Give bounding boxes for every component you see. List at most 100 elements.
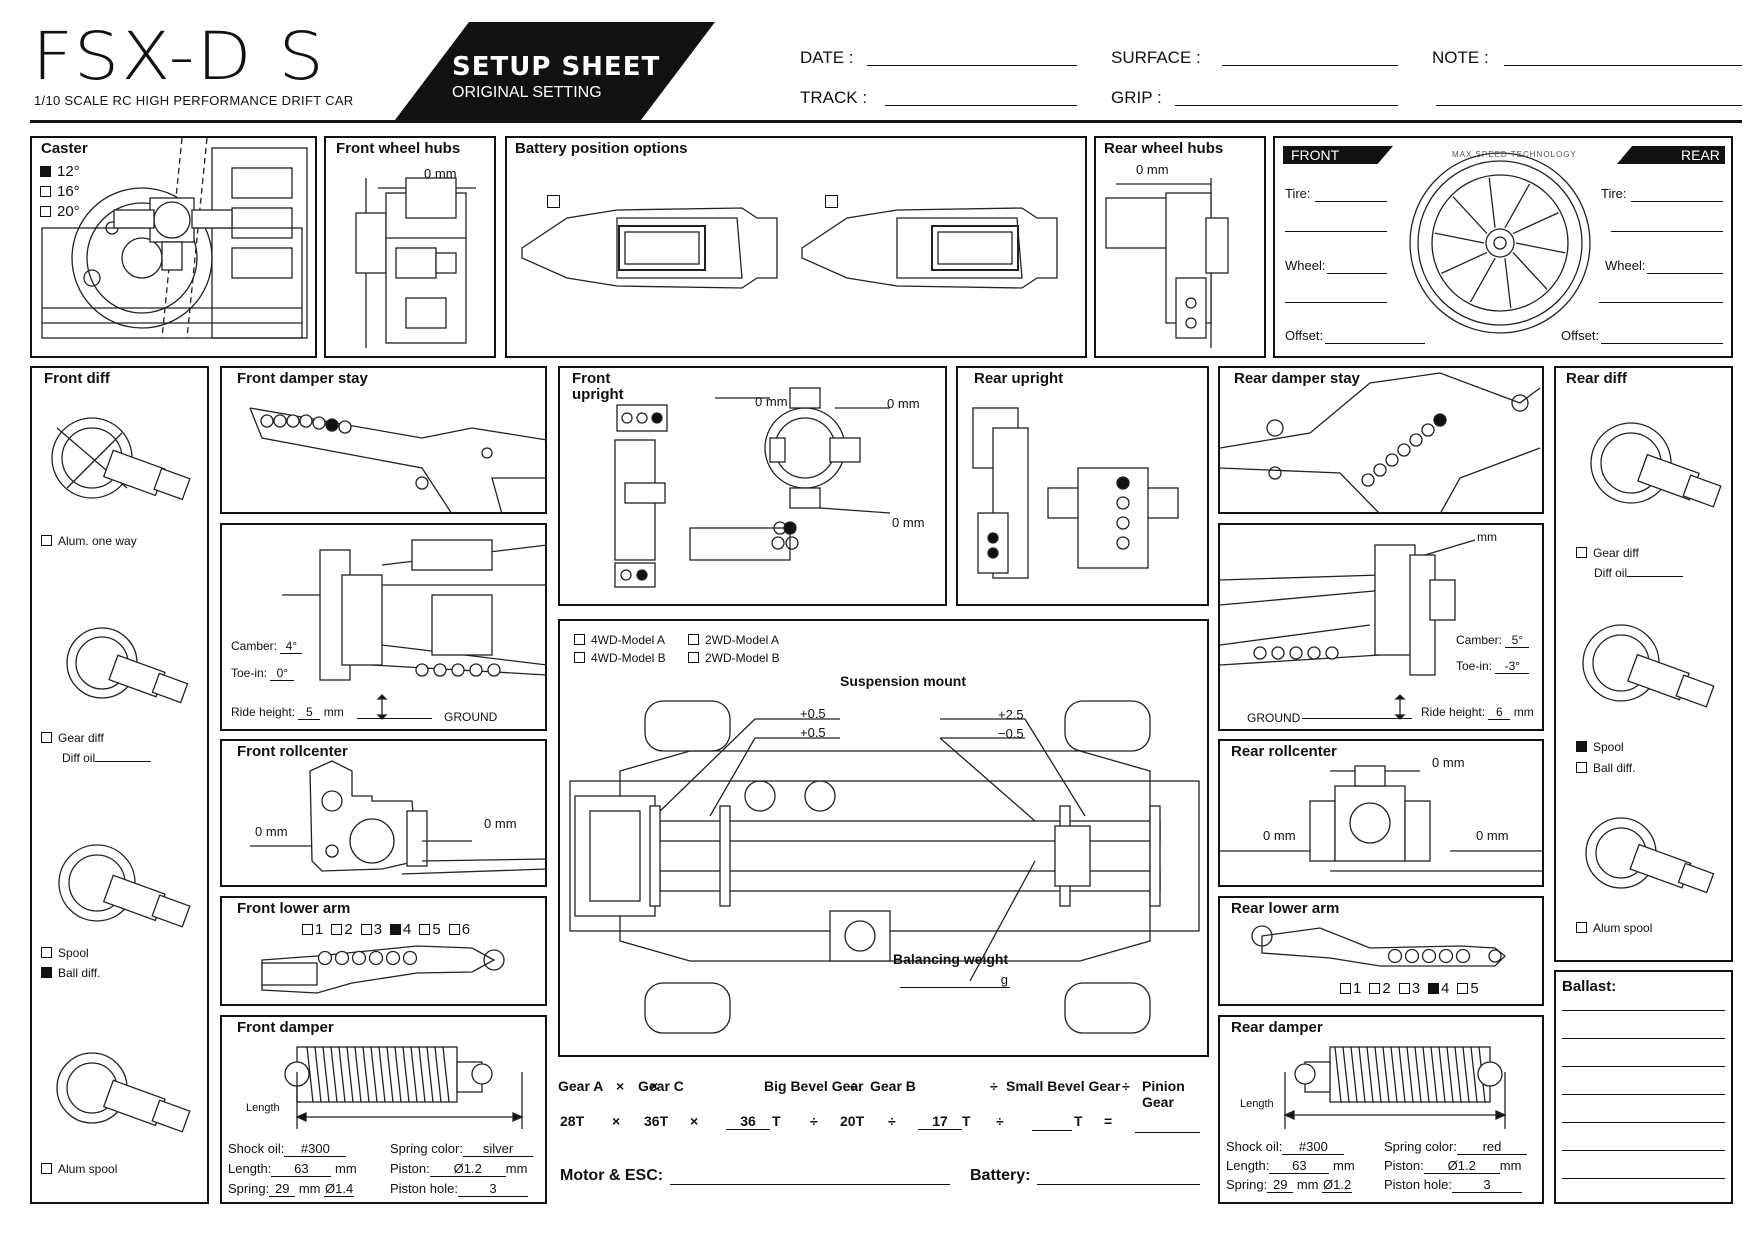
rear-spring[interactable]: Spring:29 mm Ø1.2 — [1226, 1177, 1353, 1193]
rear-diff-gear-diff[interactable]: Gear diff — [1576, 546, 1639, 560]
checkbox-icon[interactable] — [41, 732, 52, 743]
piston-value[interactable]: Ø1.2 — [1423, 1158, 1500, 1174]
checkbox-icon[interactable] — [1428, 983, 1440, 994]
lower-arm-hole[interactable] — [1289, 646, 1303, 660]
front-lower-arm-position-5[interactable]: 5 — [419, 921, 441, 938]
front-upper-mount[interactable]: +0.5 — [800, 706, 826, 721]
piston-value[interactable]: Ø1.2 — [429, 1161, 506, 1177]
caster-option-20[interactable]: 20° — [40, 203, 80, 220]
rear-piston-hole[interactable]: Piston hole:3 — [1384, 1177, 1522, 1193]
model-4wd-a[interactable]: 4WD-Model A — [574, 633, 665, 647]
piston-hole-value[interactable]: 3 — [1451, 1177, 1522, 1193]
spring-wire-value[interactable]: Ø1.4 — [324, 1181, 355, 1197]
checkbox-icon[interactable] — [688, 652, 699, 663]
lower-arm-hole[interactable] — [415, 663, 429, 677]
front-diff-spool[interactable]: Spool — [41, 946, 89, 960]
front-diff-ball-diff[interactable]: Ball diff. — [41, 966, 100, 980]
front-rollcenter-right[interactable]: 0 mm — [484, 816, 517, 831]
damper-stay-hole[interactable] — [312, 416, 326, 430]
checkbox-icon[interactable] — [1576, 922, 1587, 933]
camber-value[interactable]: 4° — [280, 639, 303, 654]
damper-stay-hole[interactable] — [260, 414, 274, 428]
pinion-value[interactable] — [1032, 1113, 1072, 1131]
front-tire-field[interactable] — [1315, 201, 1387, 202]
lower-arm-hole[interactable] — [469, 663, 483, 677]
front-rollcenter-left[interactable]: 0 mm — [255, 824, 288, 839]
spring-wire-value[interactable]: Ø1.2 — [1322, 1177, 1353, 1193]
checkbox-icon[interactable] — [360, 924, 372, 935]
date-field[interactable] — [867, 65, 1077, 66]
front-diff-alum-one-way[interactable]: Alum. one way — [41, 534, 137, 548]
gear-a-value[interactable]: 28T — [560, 1113, 585, 1129]
damper-stay-hole[interactable] — [1373, 463, 1387, 477]
caster-option-16[interactable]: 16° — [40, 183, 80, 200]
rear-lower-arm-position-3[interactable]: 3 — [1398, 980, 1420, 997]
rear-lower-arm-position-1[interactable]: 1 — [1340, 980, 1361, 997]
front-lower-arm-position-1[interactable]: 1 — [302, 921, 323, 938]
checkbox-icon[interactable] — [302, 924, 313, 935]
rear-wheel-field-2[interactable] — [1599, 302, 1723, 303]
ballast-line[interactable] — [1562, 1094, 1725, 1095]
rear-hub-value[interactable]: 0 mm — [1136, 162, 1169, 177]
surface-field[interactable] — [1222, 65, 1398, 66]
checkbox-icon[interactable] — [1340, 983, 1351, 994]
model-4wd-b[interactable]: 4WD-Model B — [574, 651, 666, 665]
lower-arm-hole[interactable] — [1438, 948, 1454, 964]
spring-color-value[interactable]: silver — [462, 1141, 533, 1157]
ballast-line[interactable] — [1562, 1150, 1725, 1151]
ballast-line[interactable] — [1562, 1038, 1725, 1039]
model-2wd-a[interactable]: 2WD-Model A — [688, 633, 779, 647]
rear-rollcenter-right[interactable]: 0 mm — [1476, 828, 1509, 843]
toe-value[interactable]: -3° — [1495, 659, 1530, 674]
front-shock-oil[interactable]: Shock oil:#300 — [228, 1141, 347, 1157]
small-bevel-value[interactable]: 17 — [918, 1113, 962, 1130]
checkbox-icon[interactable] — [1398, 983, 1410, 994]
lower-arm-hole[interactable] — [1325, 646, 1339, 660]
ballast-line[interactable] — [1562, 1178, 1725, 1179]
rear-diff-alum-spool[interactable]: Alum spool — [1576, 921, 1652, 935]
lower-arm-hole[interactable] — [1404, 948, 1420, 964]
front-length[interactable]: Length:63 mm — [228, 1161, 357, 1177]
front-toe[interactable]: Toe-in: 0° — [231, 666, 295, 681]
damper-stay-hole[interactable] — [1433, 413, 1447, 427]
spring-value[interactable]: 29 — [1267, 1177, 1294, 1193]
lower-arm-hole[interactable] — [1421, 948, 1437, 964]
checkbox-icon[interactable] — [41, 947, 52, 958]
front-spring-color[interactable]: Spring color:silver — [390, 1141, 533, 1157]
front-upright-value-3[interactable]: 0 mm — [892, 515, 925, 530]
rear-rollcenter-top[interactable]: 0 mm — [1432, 755, 1465, 770]
front-wheel-field-2[interactable] — [1285, 302, 1387, 303]
note-field[interactable] — [1504, 65, 1742, 66]
front-diff-alum-spool[interactable]: Alum spool — [41, 1162, 117, 1176]
checkbox-icon[interactable] — [448, 924, 460, 935]
lower-arm-hole[interactable] — [334, 950, 350, 966]
rear-lower-arm-position-2[interactable]: 2 — [1369, 980, 1391, 997]
ballast-line[interactable] — [1562, 1010, 1725, 1011]
front-lower-arm-position-2[interactable]: 2 — [331, 921, 353, 938]
front-lower-arm-position-3[interactable]: 3 — [360, 921, 382, 938]
lower-arm-hole[interactable] — [451, 663, 465, 677]
rear-lower-arm-position-4[interactable]: 4 — [1428, 980, 1449, 997]
front-upright-value-1[interactable]: 0 mm — [755, 394, 788, 409]
note-field-2[interactable] — [1436, 105, 1742, 106]
checkbox-icon[interactable] — [574, 634, 585, 645]
lower-arm-hole[interactable] — [351, 950, 367, 966]
model-2wd-b[interactable]: 2WD-Model B — [688, 651, 780, 665]
rear-length[interactable]: Length:63 mm — [1226, 1158, 1355, 1174]
front-tire-field-2[interactable] — [1285, 231, 1387, 232]
front-lower-arm-position-6[interactable]: 6 — [448, 921, 470, 938]
front-wheel-field[interactable] — [1327, 273, 1387, 274]
rear-upper-mount[interactable]: +2.5 — [998, 707, 1024, 722]
front-camber[interactable]: Camber: 4° — [231, 639, 303, 654]
lower-arm-hole[interactable] — [1455, 948, 1471, 964]
rear-camber[interactable]: Camber: 5° — [1456, 633, 1530, 648]
lower-arm-hole[interactable] — [402, 950, 418, 966]
ballast-line[interactable] — [1562, 1122, 1725, 1123]
rear-shock-oil[interactable]: Shock oil:#300 — [1226, 1139, 1345, 1155]
rear-offset-field[interactable] — [1601, 343, 1723, 344]
length-value[interactable]: 63 — [271, 1161, 332, 1177]
gear-b-value[interactable]: 20T — [840, 1113, 865, 1129]
damper-stay-hole[interactable] — [1361, 473, 1375, 487]
ride-height-value[interactable]: 5 — [298, 705, 321, 720]
